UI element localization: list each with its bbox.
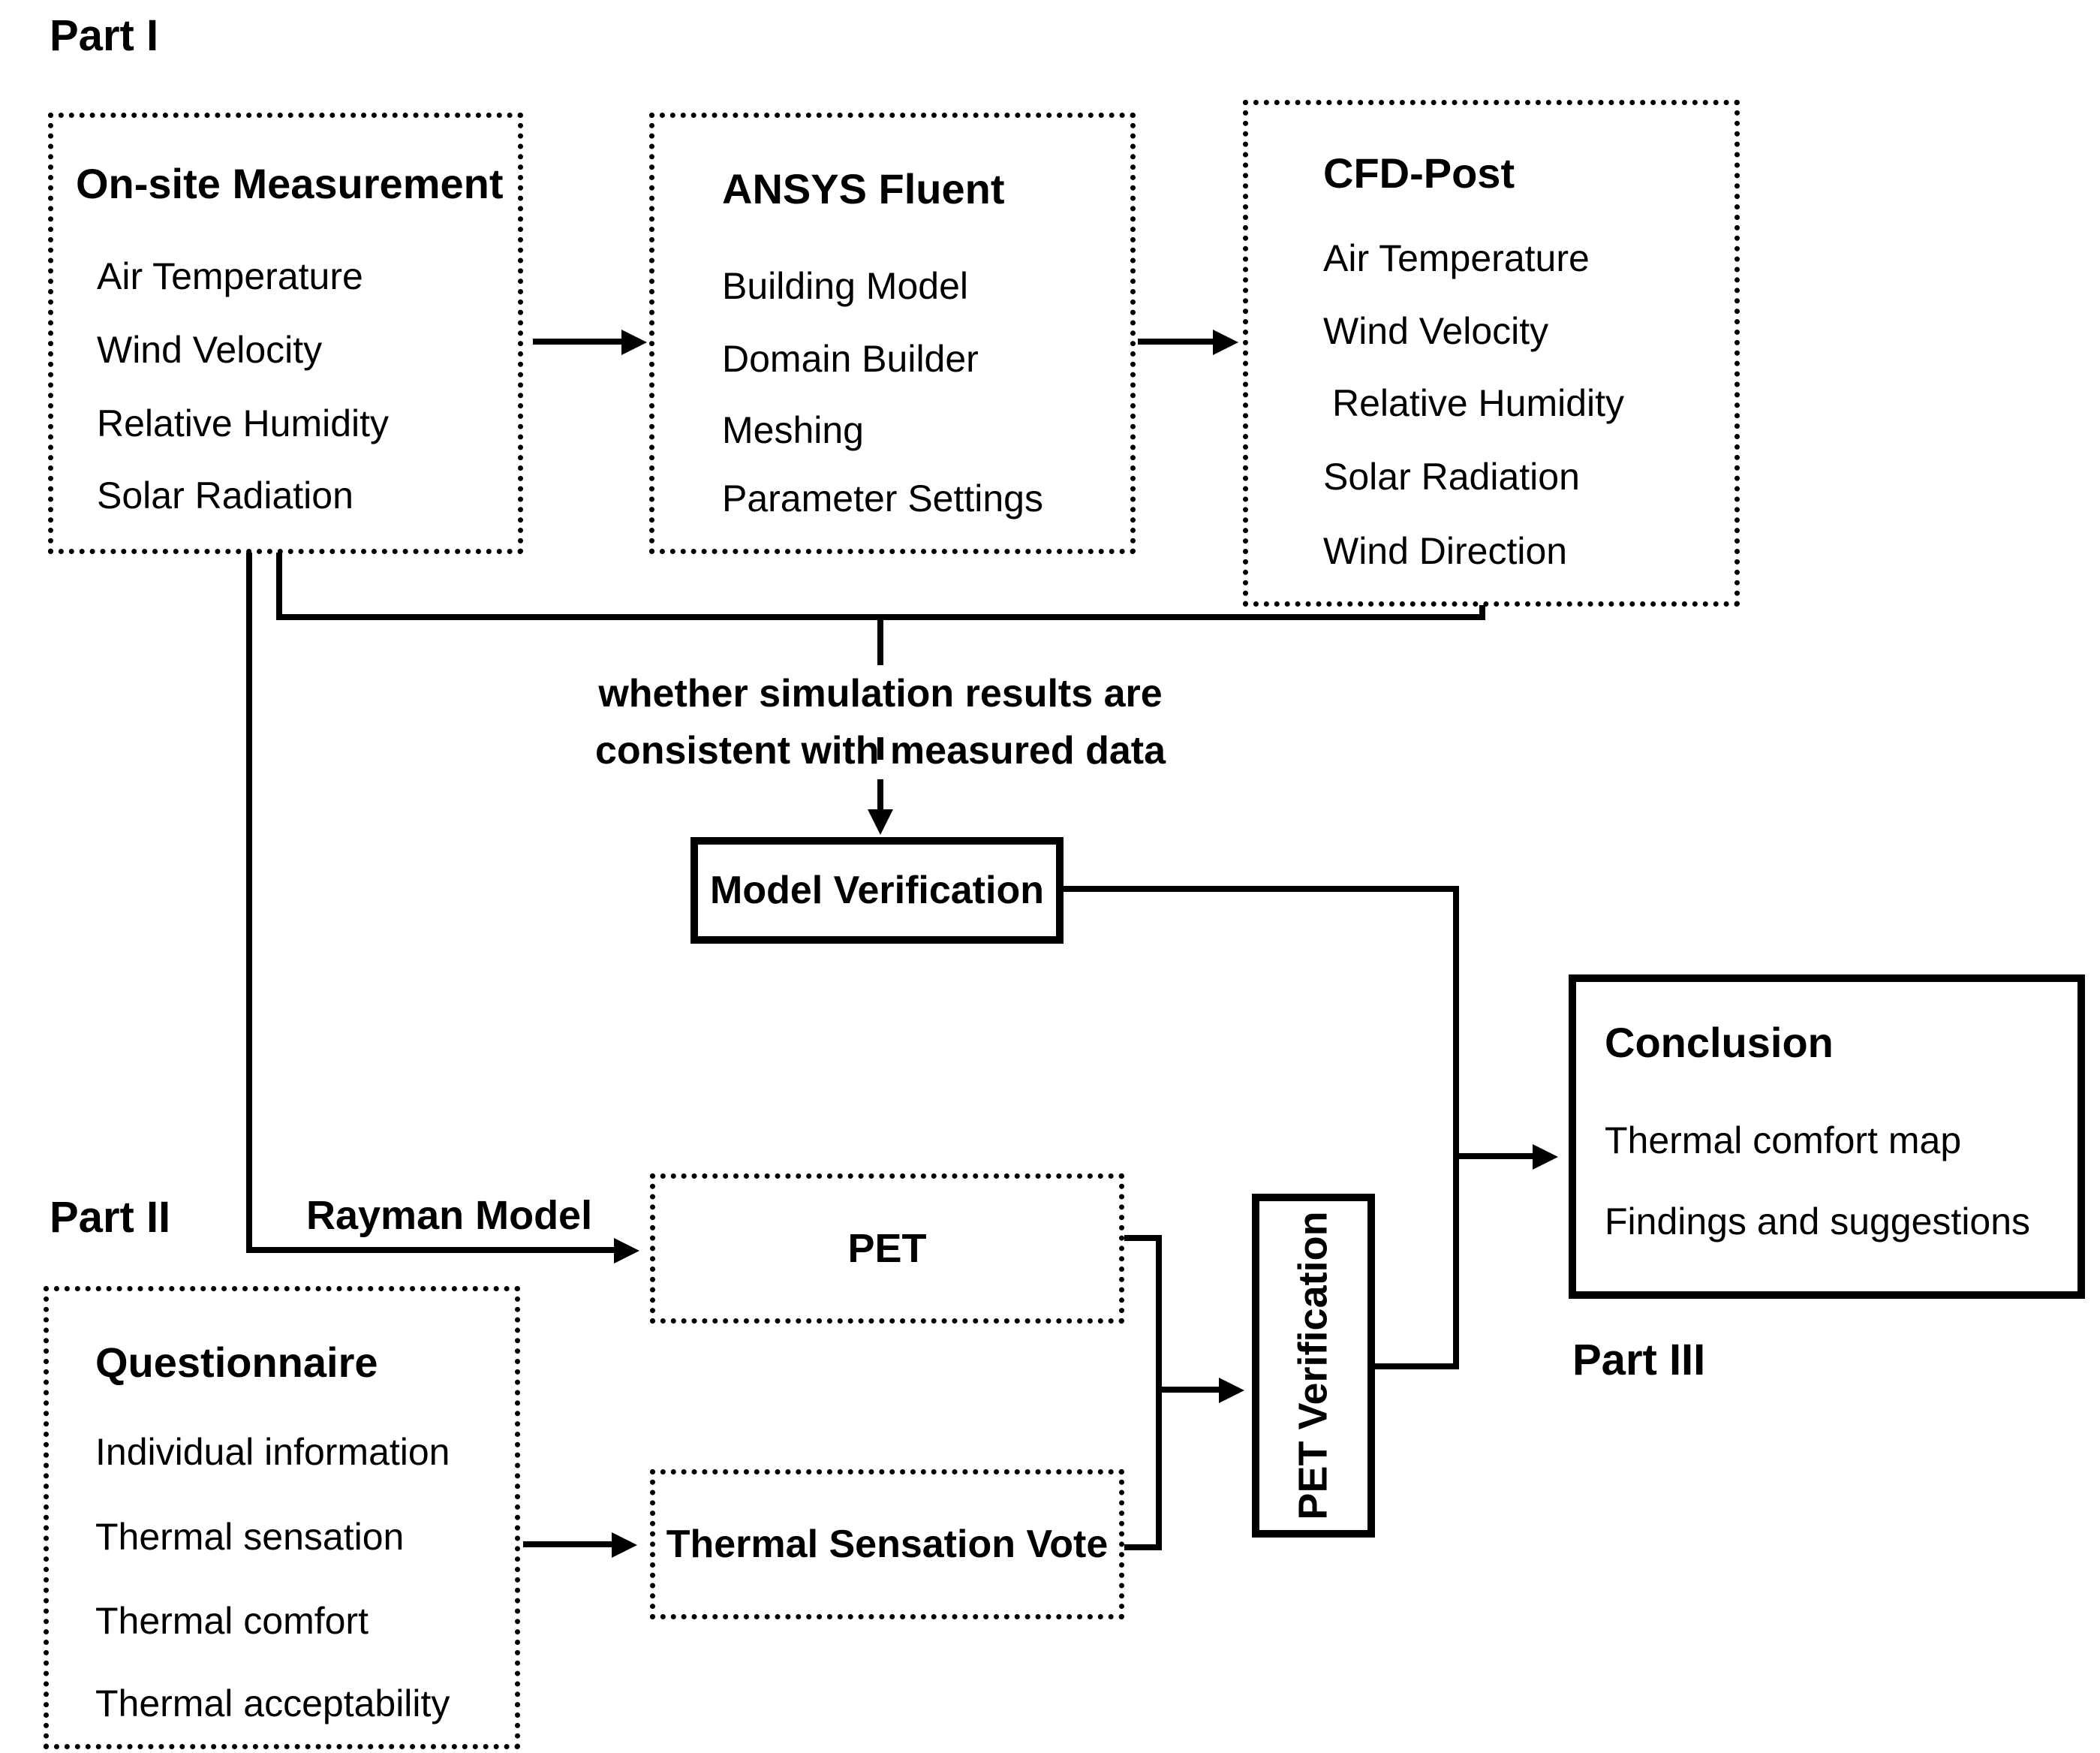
model-verification-title: Model Verification bbox=[710, 869, 1044, 912]
mv-right-connector bbox=[1064, 886, 1459, 892]
arrow-to-pet-head bbox=[614, 1238, 639, 1264]
thermal-sensation-vote-box: Thermal Sensation Vote bbox=[650, 1469, 1124, 1619]
tsv-title: Thermal Sensation Vote bbox=[666, 1523, 1109, 1566]
onsite-down-connector bbox=[276, 553, 282, 617]
arrow-ansys-to-cfdpost-head bbox=[1213, 330, 1238, 355]
questionnaire-item: Thermal acceptability bbox=[95, 1682, 450, 1724]
tsv-out-connector bbox=[1124, 1544, 1162, 1550]
cfdpost-title: CFD-Post bbox=[1323, 149, 1515, 197]
cfdpost-item: Relative Humidity bbox=[1332, 382, 1625, 424]
onsite-to-rayman-connector bbox=[246, 553, 252, 1253]
questionnaire-item: Individual information bbox=[95, 1431, 450, 1473]
part-iii-label: Part III bbox=[1572, 1336, 1706, 1384]
cfdpost-down-connector bbox=[1479, 605, 1485, 619]
onsite-measurement-box: On-site Measurement Air Temperature Wind… bbox=[48, 113, 523, 554]
pet-verification-box: PET Verification bbox=[1252, 1194, 1375, 1538]
part-i-label: Part I bbox=[50, 11, 159, 60]
onsite-item: Relative Humidity bbox=[97, 402, 390, 444]
ansys-item: Domain Builder bbox=[722, 338, 979, 380]
ansys-title: ANSYS Fluent bbox=[722, 165, 1005, 212]
onsite-item: Wind Velocity bbox=[97, 329, 323, 371]
cfdpost-item: Wind Velocity bbox=[1323, 310, 1549, 352]
ansys-fluent-box: ANSYS Fluent Building Model Domain Build… bbox=[649, 113, 1136, 554]
ansys-item: Building Model bbox=[722, 265, 968, 307]
arrow-onsite-to-ansys-head bbox=[621, 330, 647, 355]
petv-right-connector bbox=[1375, 1363, 1459, 1369]
conclusion-item: Findings and suggestions bbox=[1605, 1200, 2031, 1242]
cfdpost-item: Air Temperature bbox=[1323, 237, 1590, 279]
onsite-title: On-site Measurement bbox=[76, 160, 504, 207]
consistency-arrow-head bbox=[868, 809, 893, 835]
questionnaire-item: Thermal sensation bbox=[95, 1516, 405, 1558]
consistency-note-line1: whether simulation results are bbox=[598, 672, 1163, 715]
arrow-ansys-to-cfdpost-line bbox=[1138, 339, 1214, 345]
cfdpost-item: Wind Direction bbox=[1323, 530, 1568, 572]
bracket-vertical-connector bbox=[1156, 1235, 1162, 1550]
onsite-item: Air Temperature bbox=[97, 255, 363, 297]
arrow-to-conclusion-head bbox=[1533, 1144, 1558, 1170]
ansys-item: Parameter Settings bbox=[722, 477, 1043, 520]
arrow-to-petv-line bbox=[1162, 1387, 1220, 1393]
conclusion-title: Conclusion bbox=[1605, 1019, 1834, 1066]
questionnaire-title: Questionnaire bbox=[95, 1339, 378, 1386]
comparison-bar bbox=[276, 614, 1485, 620]
onsite-item: Solar Radiation bbox=[97, 474, 354, 517]
part-ii-label: Part II bbox=[50, 1193, 171, 1242]
pet-verification-title: PET Verification bbox=[1291, 1211, 1336, 1520]
questionnaire-box: Questionnaire Individual information The… bbox=[44, 1286, 520, 1749]
pet-box: PET bbox=[650, 1173, 1124, 1324]
cfd-post-box: CFD-Post Air Temperature Wind Velocity R… bbox=[1243, 100, 1740, 607]
pet-title: PET bbox=[847, 1226, 927, 1271]
consistency-arrow-gap-tick bbox=[877, 737, 883, 760]
ansys-item: Meshing bbox=[722, 409, 864, 451]
arrow-to-pet-line bbox=[246, 1247, 615, 1253]
merge-vertical-connector bbox=[1453, 886, 1459, 1369]
consistency-note: whether simulation results are consisten… bbox=[580, 665, 1181, 779]
rayman-model-label: Rayman Model bbox=[306, 1193, 593, 1238]
conclusion-box: Conclusion Thermal comfort map Findings … bbox=[1569, 974, 2085, 1299]
cfdpost-item: Solar Radiation bbox=[1323, 456, 1580, 498]
arrow-to-conclusion-line bbox=[1459, 1153, 1534, 1159]
arrow-onsite-to-ansys-line bbox=[533, 339, 623, 345]
conclusion-item: Thermal comfort map bbox=[1605, 1119, 1962, 1161]
model-verification-box: Model Verification bbox=[690, 837, 1064, 944]
questionnaire-item: Thermal comfort bbox=[95, 1600, 369, 1642]
arrow-to-tsv-line bbox=[523, 1541, 613, 1547]
pet-out-connector bbox=[1124, 1235, 1162, 1241]
arrow-to-tsv-head bbox=[612, 1532, 637, 1558]
arrow-to-petv-head bbox=[1219, 1378, 1244, 1403]
